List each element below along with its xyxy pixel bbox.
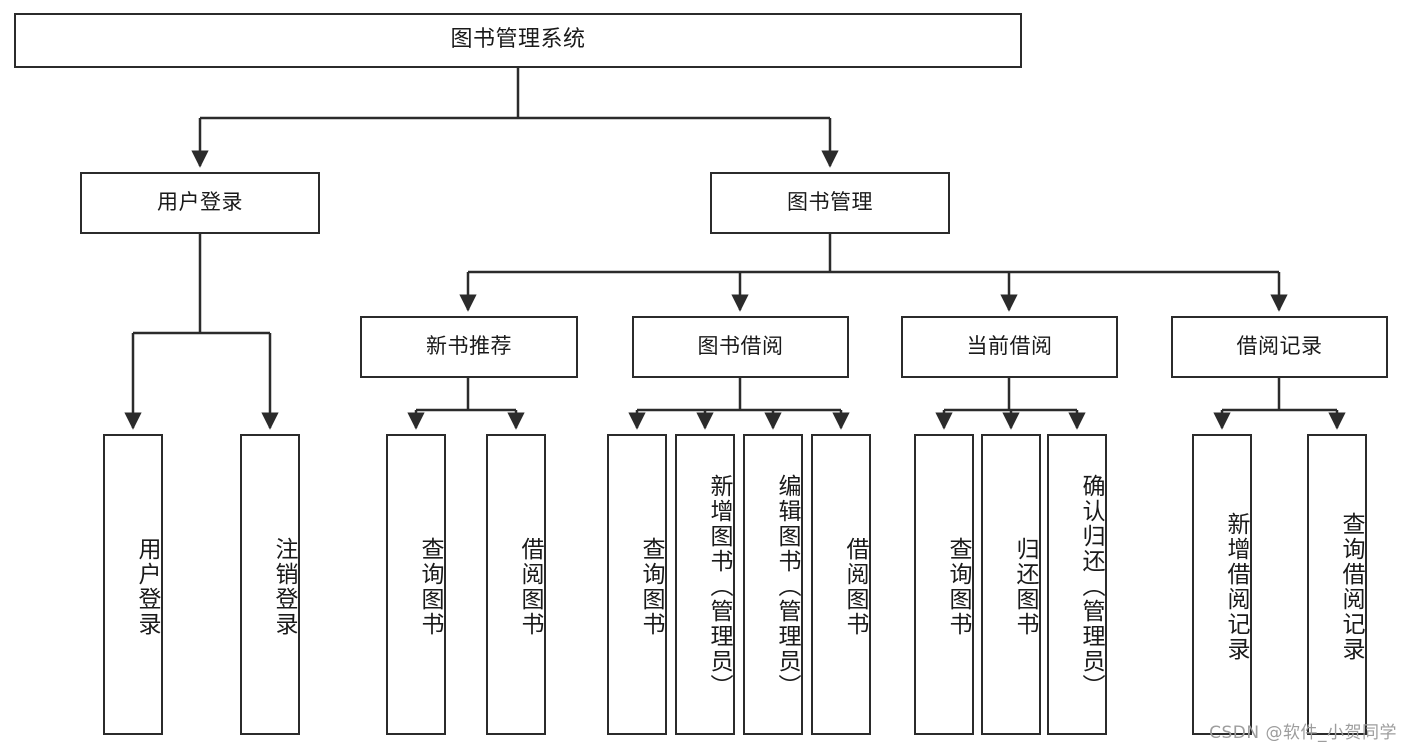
leaf-borrow-record-add-record[interactable]: 新增借阅记录 bbox=[1192, 434, 1252, 735]
node-label: 图书借阅 bbox=[697, 334, 784, 359]
node-label: 当前借阅 bbox=[966, 334, 1053, 359]
node-label: 借阅图书 bbox=[517, 536, 543, 637]
leaf-book-borrow-query-book[interactable]: 查询图书 bbox=[607, 434, 667, 735]
node-label: 借阅图书 bbox=[842, 536, 868, 637]
node-label: 用户登录 bbox=[134, 536, 160, 637]
leaf-new-book-borrow-book[interactable]: 借阅图书 bbox=[486, 434, 546, 735]
node-label: 新增借阅记录 bbox=[1223, 511, 1249, 662]
node-label: 归还图书 bbox=[1012, 536, 1038, 637]
watermark-text: CSDN @软件_小贺同学 bbox=[1209, 723, 1397, 743]
leaf-book-borrow-add-book[interactable]: 新增图书（管理员） bbox=[675, 434, 735, 735]
leaf-book-borrow-borrow-book[interactable]: 借阅图书 bbox=[811, 434, 871, 735]
node-new-book-recommend[interactable]: 新书推荐 bbox=[360, 316, 578, 378]
node-label: 查询图书 bbox=[638, 536, 664, 637]
leaf-user-login-logout[interactable]: 注销登录 bbox=[240, 434, 300, 735]
node-user-login[interactable]: 用户登录 bbox=[80, 172, 320, 234]
leaf-current-borrow-confirm-return[interactable]: 确认归还（管理员） bbox=[1047, 434, 1107, 735]
node-borrow-record[interactable]: 借阅记录 bbox=[1171, 316, 1388, 378]
leaf-borrow-record-query-record[interactable]: 查询借阅记录 bbox=[1307, 434, 1367, 735]
node-label: 确认归还（管理员） bbox=[1078, 474, 1104, 699]
node-label: 借阅记录 bbox=[1236, 334, 1323, 359]
node-current-borrow[interactable]: 当前借阅 bbox=[901, 316, 1118, 378]
node-label: 新书推荐 bbox=[426, 334, 512, 359]
leaf-current-borrow-return-book[interactable]: 归还图书 bbox=[981, 434, 1041, 735]
leaf-book-borrow-edit-book[interactable]: 编辑图书（管理员） bbox=[743, 434, 803, 735]
node-label: 注销登录 bbox=[271, 536, 297, 637]
node-label: 图书管理 bbox=[787, 190, 873, 215]
node-book-management-system[interactable]: 图书管理系统 bbox=[14, 13, 1022, 68]
node-book-management[interactable]: 图书管理 bbox=[710, 172, 950, 234]
node-label: 新增图书（管理员） bbox=[706, 474, 732, 699]
leaf-current-borrow-query-book[interactable]: 查询图书 bbox=[914, 434, 974, 735]
node-label: 查询图书 bbox=[945, 536, 971, 637]
leaf-user-login-login[interactable]: 用户登录 bbox=[103, 434, 163, 735]
node-label: 查询借阅记录 bbox=[1338, 511, 1364, 662]
node-label: 图书管理系统 bbox=[450, 27, 586, 53]
node-label: 查询图书 bbox=[417, 536, 443, 637]
node-label: 编辑图书（管理员） bbox=[774, 474, 800, 699]
node-book-borrow[interactable]: 图书借阅 bbox=[632, 316, 849, 378]
node-label: 用户登录 bbox=[157, 190, 243, 215]
leaf-new-book-query-book[interactable]: 查询图书 bbox=[386, 434, 446, 735]
